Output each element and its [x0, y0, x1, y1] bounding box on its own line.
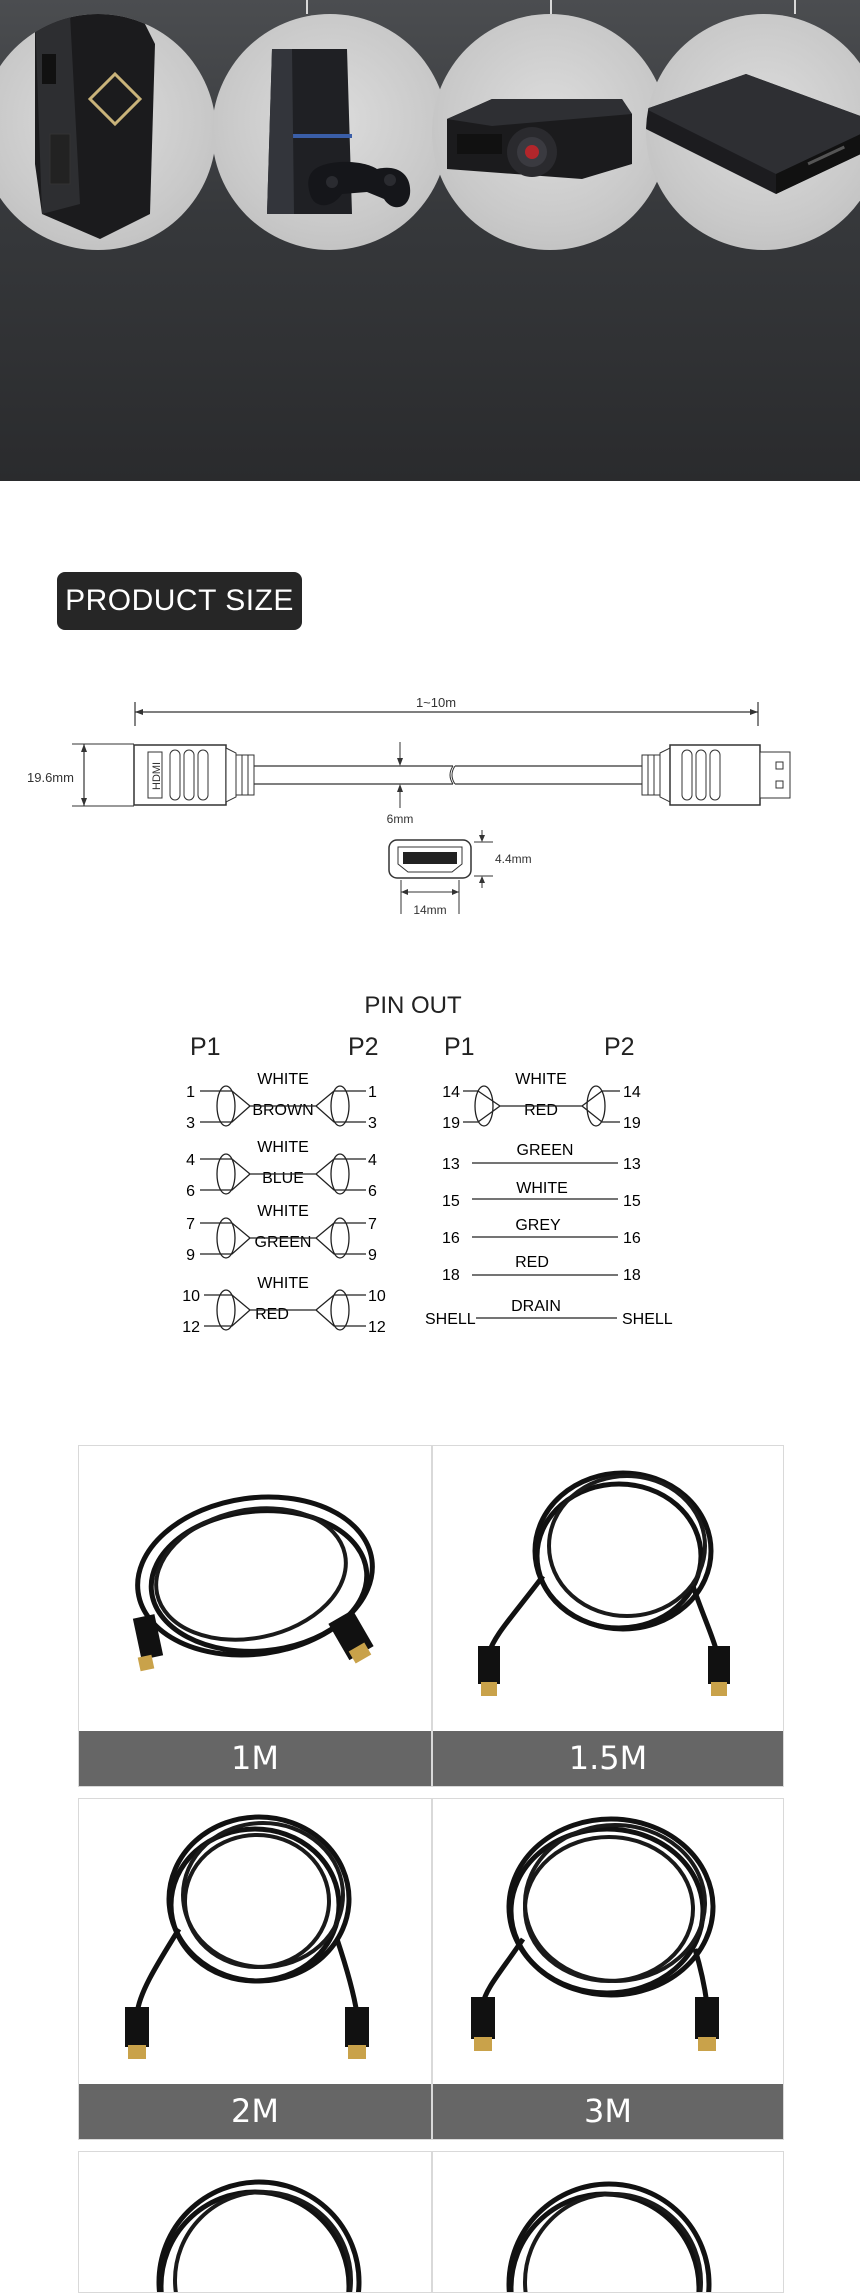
wire-color: WHITE [515, 1071, 567, 1088]
twisted-pair-4: 10 12 10 12 WHITE RED [182, 1275, 386, 1336]
pin-number: 14 [623, 1084, 641, 1101]
product-card-1m[interactable]: 1M [78, 1445, 432, 1787]
wire-color: RED [524, 1102, 558, 1119]
product-length-label: 2M [79, 2084, 431, 2139]
coiled-cable-icon [156, 2179, 362, 2292]
twisted-pair-2: 4 6 4 6 WHITE BLUE [186, 1139, 377, 1200]
wire-color: RED [515, 1254, 549, 1271]
pin-number: 13 [442, 1156, 460, 1173]
wire-color: RED [255, 1306, 289, 1323]
coiled-cable-icon [132, 1494, 375, 1672]
straight-wire-16: 16 16 GREY [442, 1217, 641, 1247]
pin-number: 18 [623, 1267, 641, 1284]
straight-wire-18: 18 18 RED [442, 1254, 641, 1284]
coiled-cable-icon [125, 1814, 369, 2059]
pin-number: 14 [442, 1084, 460, 1101]
wire-color: BLUE [262, 1170, 304, 1187]
wire-color: WHITE [257, 1139, 309, 1156]
coiled-cable-icon [478, 1470, 730, 1696]
wire-color: WHITE [257, 1203, 309, 1220]
product-length-label: 1.5M [433, 1731, 783, 1786]
pin-number: 7 [368, 1216, 377, 1233]
coiled-cable-icon [471, 1816, 719, 2051]
wire-color: GREEN [255, 1234, 312, 1251]
device-circle-pc [0, 14, 216, 250]
cable-dimension-diagram: 1~10m 19.6mm HDMI 6mm 4.4mm [27, 695, 791, 917]
pin-number: 12 [368, 1319, 386, 1336]
device-circle-projector [432, 14, 668, 250]
pin-number: 15 [442, 1193, 460, 1210]
pin-number: 13 [623, 1156, 641, 1173]
twisted-pair-3: 7 9 7 9 WHITE GREEN [186, 1203, 377, 1264]
wire-color: GREEN [517, 1142, 574, 1159]
pin-number: 12 [182, 1319, 200, 1336]
product-card-partial[interactable] [78, 2151, 432, 2293]
twisted-pair-1: 1 3 1 3 WHITE BROWN [186, 1071, 377, 1132]
pin-number: 18 [442, 1267, 460, 1284]
wire-color: WHITE [257, 1275, 309, 1292]
pin-number: 9 [368, 1247, 377, 1264]
pin-number: 6 [368, 1183, 377, 1200]
hero-banner [0, 0, 860, 481]
wire-color: WHITE [516, 1180, 568, 1197]
product-length-label: 1M [79, 1731, 431, 1786]
hdmi-logo: HDMI [151, 762, 163, 790]
game-console-icon [267, 49, 411, 214]
device-circle-bluray [646, 14, 860, 250]
pin-number: 4 [186, 1152, 195, 1169]
wire-color: GREY [515, 1217, 561, 1234]
product-size-title: PRODUCT SIZE [57, 572, 302, 630]
pin-number: 10 [182, 1288, 200, 1305]
pin-number: 15 [623, 1193, 641, 1210]
p1-label-right: P1 [444, 1033, 475, 1061]
twisted-pair-14-19: 14 19 14 19 WHITE RED [442, 1071, 641, 1132]
pin-number: SHELL [622, 1311, 673, 1328]
hanging-wire [306, 0, 308, 14]
product-card-1.5m[interactable]: 1.5M [432, 1445, 784, 1787]
pin-number: 10 [368, 1288, 386, 1305]
p1-label-left: P1 [190, 1033, 221, 1061]
pinout-diagram: PIN OUT P1 P2 P1 P2 1 3 1 3 WHITE BROWN … [182, 992, 673, 1336]
wire-color: BROWN [252, 1102, 313, 1119]
pin-number: 6 [186, 1183, 195, 1200]
pin-number: 4 [368, 1152, 377, 1169]
product-card-3m[interactable]: 3M [432, 1798, 784, 2140]
gaming-pc-icon [35, 14, 155, 239]
pin-number: SHELL [425, 1311, 476, 1328]
straight-wire-13: 13 13 GREEN [442, 1142, 641, 1173]
pin-number: 16 [623, 1230, 641, 1247]
bluray-player-icon [646, 74, 860, 194]
straight-wire-shell: SHELL SHELL DRAIN [425, 1298, 673, 1328]
length-label: 1~10m [416, 695, 456, 710]
projector-icon [447, 99, 632, 179]
p2-label-right: P2 [604, 1033, 635, 1061]
pinout-title: PIN OUT [364, 992, 462, 1019]
pin-number: 3 [186, 1115, 195, 1132]
wire-color: WHITE [257, 1071, 309, 1088]
coiled-cable-icon [506, 2181, 712, 2292]
pin-number: 19 [442, 1115, 460, 1132]
pin-number: 1 [186, 1084, 195, 1101]
pin-number: 19 [623, 1115, 641, 1132]
device-circle-console [212, 14, 448, 250]
pin-number: 1 [368, 1084, 377, 1101]
connector-thickness-label: 4.4mm [495, 852, 532, 866]
product-card-partial[interactable] [432, 2151, 784, 2293]
pin-number: 3 [368, 1115, 377, 1132]
p2-label-left: P2 [348, 1033, 379, 1061]
pin-number: 7 [186, 1216, 195, 1233]
pin-number: 9 [186, 1247, 195, 1264]
wire-color: DRAIN [511, 1298, 561, 1315]
hanging-wire [550, 0, 552, 14]
product-length-label: 3M [433, 2084, 783, 2139]
cable-diameter-label: 6mm [387, 812, 414, 826]
straight-wire-15: 15 15 WHITE [442, 1180, 641, 1210]
height-label: 19.6mm [27, 770, 74, 785]
product-card-2m[interactable]: 2M [78, 1798, 432, 2140]
connector-width-label: 14mm [413, 903, 446, 917]
hanging-wire [794, 0, 796, 14]
pin-number: 16 [442, 1230, 460, 1247]
